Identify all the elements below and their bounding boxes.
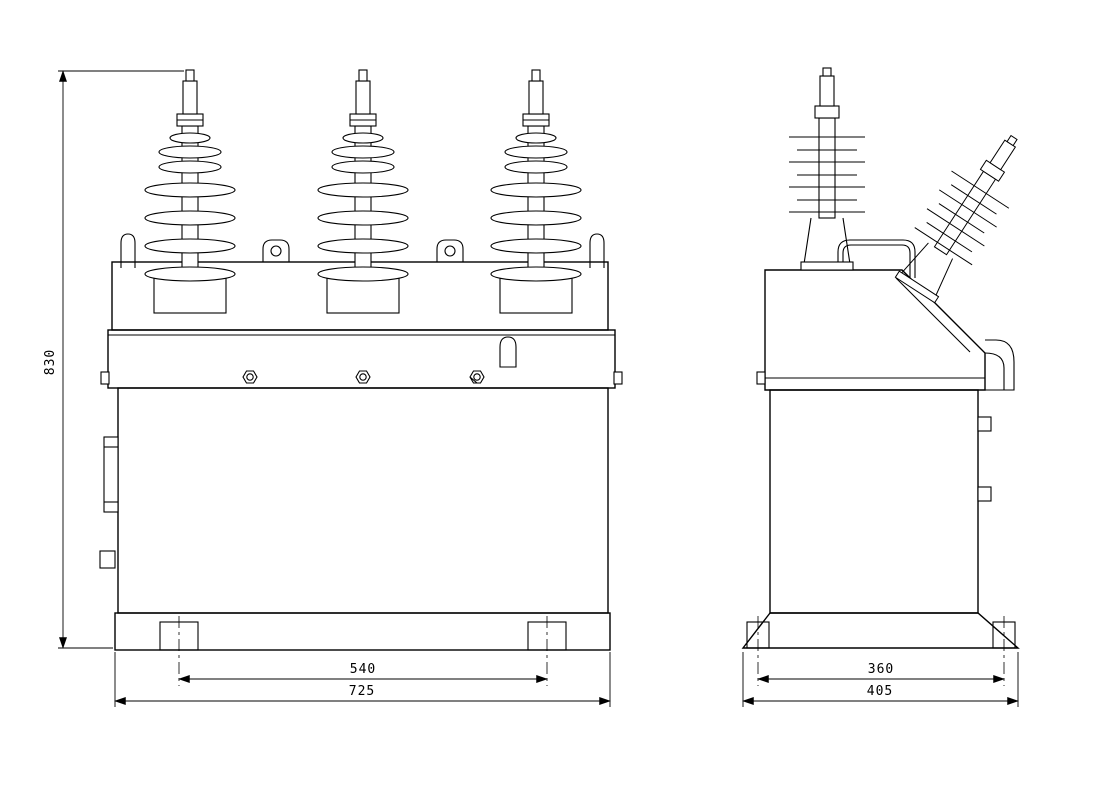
lifting-loop-right bbox=[589, 233, 605, 268]
band-hex-bolts bbox=[242, 370, 485, 384]
elbow-spout bbox=[985, 339, 1015, 391]
band-bolt-right bbox=[613, 371, 623, 385]
handle-outer bbox=[837, 239, 916, 278]
dimension-label-side-overall-depth: 405 bbox=[867, 684, 893, 699]
handle-inner bbox=[842, 244, 911, 281]
front-bushing-1 bbox=[144, 69, 236, 314]
lifting-loop-left bbox=[120, 233, 136, 268]
side-view bbox=[741, 67, 1044, 649]
side-tab-lower bbox=[977, 486, 992, 502]
side-bushing-angled bbox=[885, 118, 1044, 310]
dimension-front-foot-spacing: 540 bbox=[178, 616, 548, 686]
dimension-label-front-overall-width: 725 bbox=[349, 684, 375, 699]
drain-tab bbox=[99, 550, 116, 569]
side-tab-upper bbox=[977, 416, 992, 432]
lifting-ear-left bbox=[262, 239, 290, 263]
front-base bbox=[114, 612, 611, 651]
side-base bbox=[741, 612, 1020, 649]
front-tank-body bbox=[117, 387, 609, 614]
dimension-label-side-foot-spacing: 360 bbox=[868, 662, 894, 677]
dimension-side-overall-depth: 405 bbox=[742, 652, 1019, 707]
lifting-ear-right bbox=[436, 239, 464, 263]
side-band-bolt bbox=[756, 371, 766, 385]
dimension-front-overall-width: 725 bbox=[114, 652, 611, 707]
dimension-label-front-foot-spacing: 540 bbox=[350, 662, 376, 677]
side-tank-body bbox=[769, 389, 979, 614]
front-view bbox=[99, 69, 623, 651]
front-bushing-2 bbox=[317, 69, 409, 314]
side-top-box bbox=[764, 269, 986, 391]
dimension-label-overall-height: 830 bbox=[43, 349, 58, 375]
side-hinge-plate bbox=[103, 436, 119, 513]
dimension-side-foot-spacing: 360 bbox=[757, 616, 1005, 686]
dimension-overall-height: 830 bbox=[43, 70, 184, 649]
front-bushing-3 bbox=[490, 69, 582, 314]
cover-slot bbox=[499, 336, 517, 368]
band-bolt-left bbox=[100, 371, 110, 385]
